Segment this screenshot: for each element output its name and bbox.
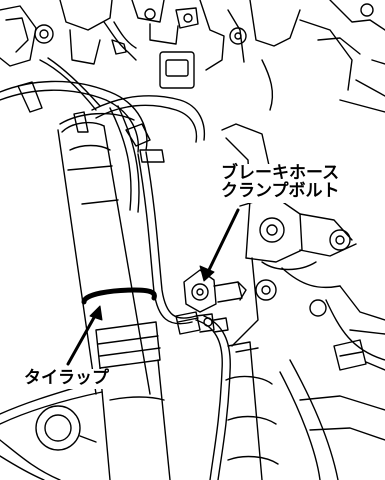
caliper-bracket xyxy=(175,269,247,335)
tie-wrap-arrow xyxy=(66,305,103,366)
tie-wrap-band xyxy=(81,287,157,305)
brake-hose-clamp-bolt-label-line1: ブレーキホース xyxy=(221,163,340,183)
lower-wheel-area xyxy=(0,341,385,480)
tie-wrap-label: タイラップ xyxy=(22,368,111,389)
upper-frame-details xyxy=(0,0,385,113)
brake-hose-clamp-bolt-label: ブレーキホース クランプボルト xyxy=(218,164,342,203)
wiring-harness xyxy=(0,57,206,213)
brake-hose-clamp-bolt-arrow xyxy=(199,208,240,282)
right-fork-bracket xyxy=(221,123,385,371)
brake-hose-clamp-bolt-label-line2: クランプボルト xyxy=(221,180,340,201)
front-fork-tube xyxy=(57,121,171,480)
